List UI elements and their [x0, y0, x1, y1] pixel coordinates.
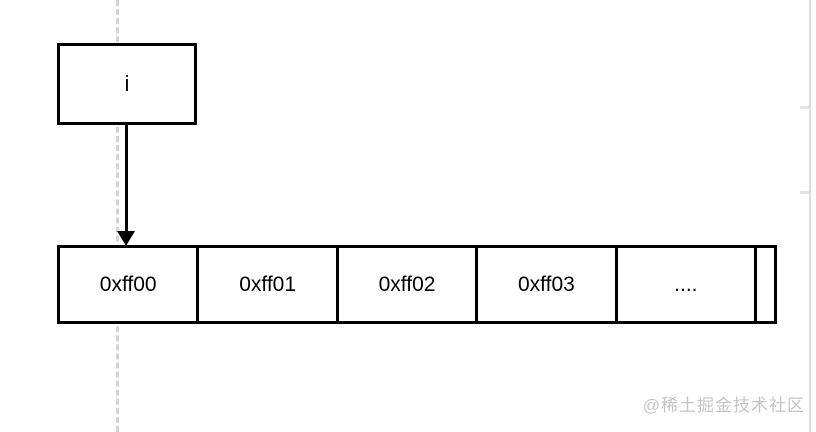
canvas-edge-tick	[800, 191, 809, 194]
memory-cell-label: ....	[674, 272, 698, 296]
memory-address-row: 0xff00 0xff01 0xff02 0xff03 ....	[57, 245, 777, 324]
down-arrow-icon	[117, 231, 135, 246]
dashed-guide-line	[116, 0, 119, 432]
memory-cell: 0xff00	[60, 248, 200, 321]
memory-cell-label: 0xff01	[239, 272, 297, 296]
pointer-variable-box: i	[57, 43, 197, 125]
memory-cell-sliver	[757, 248, 775, 321]
pointer-variable-label: i	[124, 71, 130, 96]
memory-cell: 0xff02	[338, 248, 479, 321]
watermark-text: @稀土掘金技术社区	[642, 396, 805, 415]
canvas-edge-tick	[800, 106, 809, 109]
down-arrow-shaft	[125, 125, 128, 234]
memory-cell-label: 0xff02	[378, 272, 436, 296]
memory-cell: 0xff01	[199, 248, 339, 321]
canvas-right-edge-line	[809, 0, 811, 432]
memory-cell-label: 0xff00	[99, 272, 157, 296]
memory-cell-label: 0xff03	[518, 272, 575, 296]
memory-cell: ....	[617, 248, 758, 321]
memory-cell: 0xff03	[478, 248, 618, 321]
